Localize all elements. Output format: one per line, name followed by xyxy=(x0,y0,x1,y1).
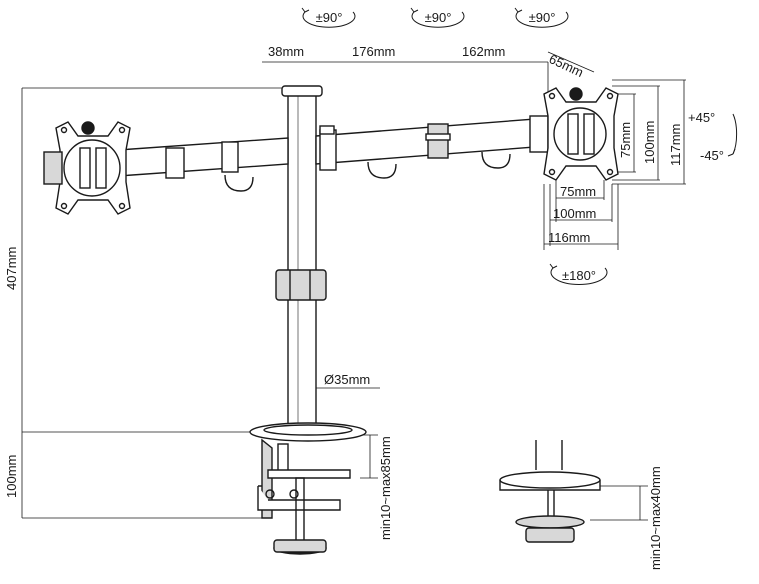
dim-vesa-h-75: 75mm xyxy=(560,184,596,199)
rotation-label-arm-mid: ±90° xyxy=(425,10,452,25)
dimension-lines xyxy=(21,51,686,521)
left-vesa-plate xyxy=(43,121,131,215)
dim-pole-offset: 38mm xyxy=(268,44,304,59)
dim-vesa-h-100: 100mm xyxy=(553,206,596,221)
dim-vesa-v-117: 117mm xyxy=(668,124,683,166)
dim-clamp-range: min10~max85mm xyxy=(378,436,393,540)
grommet-mount xyxy=(499,440,601,543)
tilt-down-label: -45° xyxy=(700,148,724,163)
pole xyxy=(275,85,327,429)
dim-pole-diameter: Ø35mm xyxy=(324,372,370,387)
desk-clamp xyxy=(249,422,367,555)
right-vesa-plate xyxy=(543,87,619,181)
arm xyxy=(117,115,549,192)
tilt-up-label: +45° xyxy=(688,110,715,125)
dim-total-height: 407mm xyxy=(4,247,19,290)
dim-clamp-height: 100mm xyxy=(4,455,19,498)
dim-arm-segment-1: 176mm xyxy=(352,44,395,59)
dim-grommet-range: min10~max40mm xyxy=(648,466,663,570)
rotation-label-arm-left: ±90° xyxy=(316,10,343,25)
rotation-label-head: ±180° xyxy=(562,268,596,283)
dim-head-offset: 65mm xyxy=(547,51,586,80)
dim-vesa-v-100: 100mm xyxy=(642,121,657,164)
dim-vesa-v-75: 75mm xyxy=(618,122,633,158)
rotation-badges xyxy=(301,7,738,285)
rotation-label-arm-right: ±90° xyxy=(529,10,556,25)
dim-arm-segment-2: 162mm xyxy=(462,44,505,59)
dim-vesa-h-116: 116mm xyxy=(548,230,590,245)
